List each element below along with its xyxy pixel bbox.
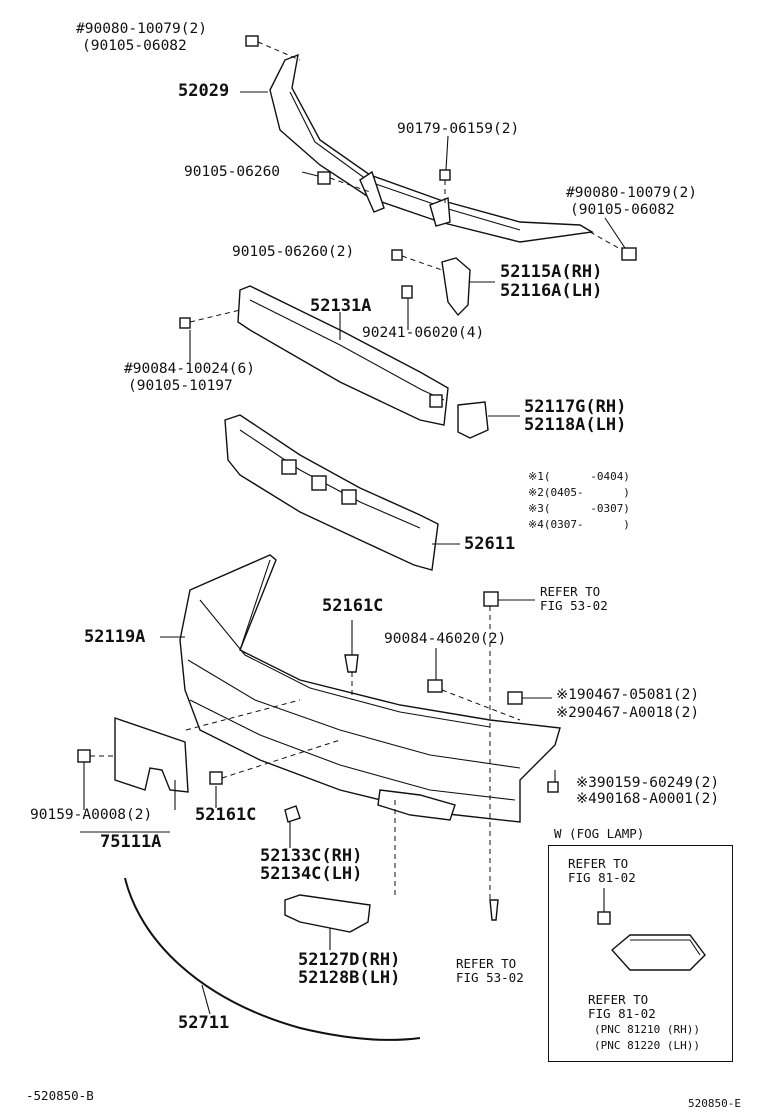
fog-lamp-inset-box	[548, 845, 733, 1062]
label-90105-06082-right[interactable]: (90105-06082	[570, 202, 675, 218]
legend-item-2: ※2(0405- )	[528, 486, 630, 499]
label-90168-a0001[interactable]: ※490168-A0001(2)	[576, 791, 720, 807]
beam-52131a-drawing	[237, 285, 449, 426]
legend-item-3: ※3( -0307)	[528, 502, 630, 515]
label-90159-60249[interactable]: ※390159-60249(2)	[576, 775, 720, 791]
label-52161c-bottom[interactable]: 52161C	[195, 805, 257, 825]
label-52127d[interactable]: 52127D(RH)	[298, 950, 401, 970]
label-90080-10079-right[interactable]: #90080-10079(2)	[566, 185, 697, 201]
fog-refer-fig-81-02-bottom-line1[interactable]: REFER TO	[588, 992, 649, 1007]
label-90084-10024[interactable]: #90084-10024(6)	[124, 361, 255, 377]
label-52133c[interactable]: 52133C(RH)	[260, 846, 363, 866]
label-90241-06020[interactable]: 90241-06020(4)	[362, 325, 485, 341]
label-90105-10197[interactable]: (90105-10197	[128, 378, 233, 394]
molding-52711-drawing	[124, 877, 421, 1041]
legend-item-1: ※1( -0404)	[528, 470, 630, 483]
label-90159-a0008[interactable]: 90159-A0008(2)	[30, 807, 153, 823]
fog-refer-fig-81-02-bottom-line2[interactable]: FIG 81-02	[588, 1006, 656, 1021]
label-90467-a0018[interactable]: ※290467-A0018(2)	[556, 705, 700, 721]
label-90179-06159[interactable]: 90179-06159(2)	[397, 121, 520, 137]
label-refer-fig-53-02-bottom-line2[interactable]: FIG 53-02	[456, 970, 524, 985]
label-90105-06082-top[interactable]: (90105-06082	[82, 38, 187, 54]
label-90080-10079-top[interactable]: #90080-10079(2)	[76, 21, 207, 37]
label-52711[interactable]: 52711	[178, 1013, 230, 1033]
label-refer-fig-53-02-top-line1[interactable]: REFER TO	[540, 584, 601, 599]
legend-item-4: ※4(0307- )	[528, 518, 630, 531]
label-52115a[interactable]: 52115A(RH)	[500, 262, 603, 282]
label-52161c-top[interactable]: 52161C	[322, 596, 384, 616]
label-52029[interactable]: 52029	[178, 81, 230, 101]
label-52611[interactable]: 52611	[464, 534, 516, 554]
fog-bezel-52127d-drawing	[284, 894, 371, 933]
label-52119a[interactable]: 52119A	[84, 627, 146, 647]
license-bracket-75111a-drawing	[77, 717, 223, 793]
bracket-52029-drawing	[269, 53, 595, 243]
label-52116a[interactable]: 52116A(LH)	[500, 281, 603, 301]
label-52118a[interactable]: 52118A(LH)	[524, 415, 627, 435]
label-refer-fig-53-02-bottom-line1[interactable]: REFER TO	[456, 956, 517, 971]
absorber-52611-drawing	[224, 414, 439, 571]
label-52128b[interactable]: 52128B(LH)	[298, 968, 401, 988]
fog-lamp-inset-title: W (FOG LAMP)	[554, 826, 645, 841]
bracket-52117g-drawing	[457, 401, 489, 439]
retainer-52133c-drawing	[284, 805, 301, 823]
label-90084-46020[interactable]: 90084-46020(2)	[384, 631, 507, 647]
footer-code-right: 520850-E	[688, 1097, 741, 1110]
fog-refer-fig-81-02-top-line1[interactable]: REFER TO	[568, 856, 629, 871]
fog-refer-fig-81-02-top-line2[interactable]: FIG 81-02	[568, 870, 636, 885]
leader-lines	[80, 41, 626, 1015]
label-90105-06260[interactable]: 90105-06260	[184, 164, 281, 180]
label-refer-fig-53-02-top-line2[interactable]: FIG 53-02	[540, 598, 608, 613]
bracket-52115a-drawing	[441, 257, 471, 317]
bumper-cover-52119a-drawing	[179, 554, 561, 823]
fog-lamp-drawing	[597, 911, 706, 971]
fastener-drawings-top	[179, 35, 637, 329]
label-52117g[interactable]: 52117G(RH)	[524, 397, 627, 417]
label-52131a[interactable]: 52131A	[310, 296, 372, 316]
label-90105-06260-2[interactable]: 90105-06260(2)	[232, 244, 355, 260]
fog-pnc-81220: (PNC 81220 (LH))	[594, 1039, 700, 1052]
fog-pnc-81210: (PNC 81210 (RH))	[594, 1023, 700, 1036]
footer-code-left: -520850-B	[26, 1088, 94, 1103]
label-52134c[interactable]: 52134C(LH)	[260, 864, 363, 884]
label-90467-05081[interactable]: ※190467-05081(2)	[556, 687, 700, 703]
label-75111a[interactable]: 75111A	[100, 832, 162, 852]
